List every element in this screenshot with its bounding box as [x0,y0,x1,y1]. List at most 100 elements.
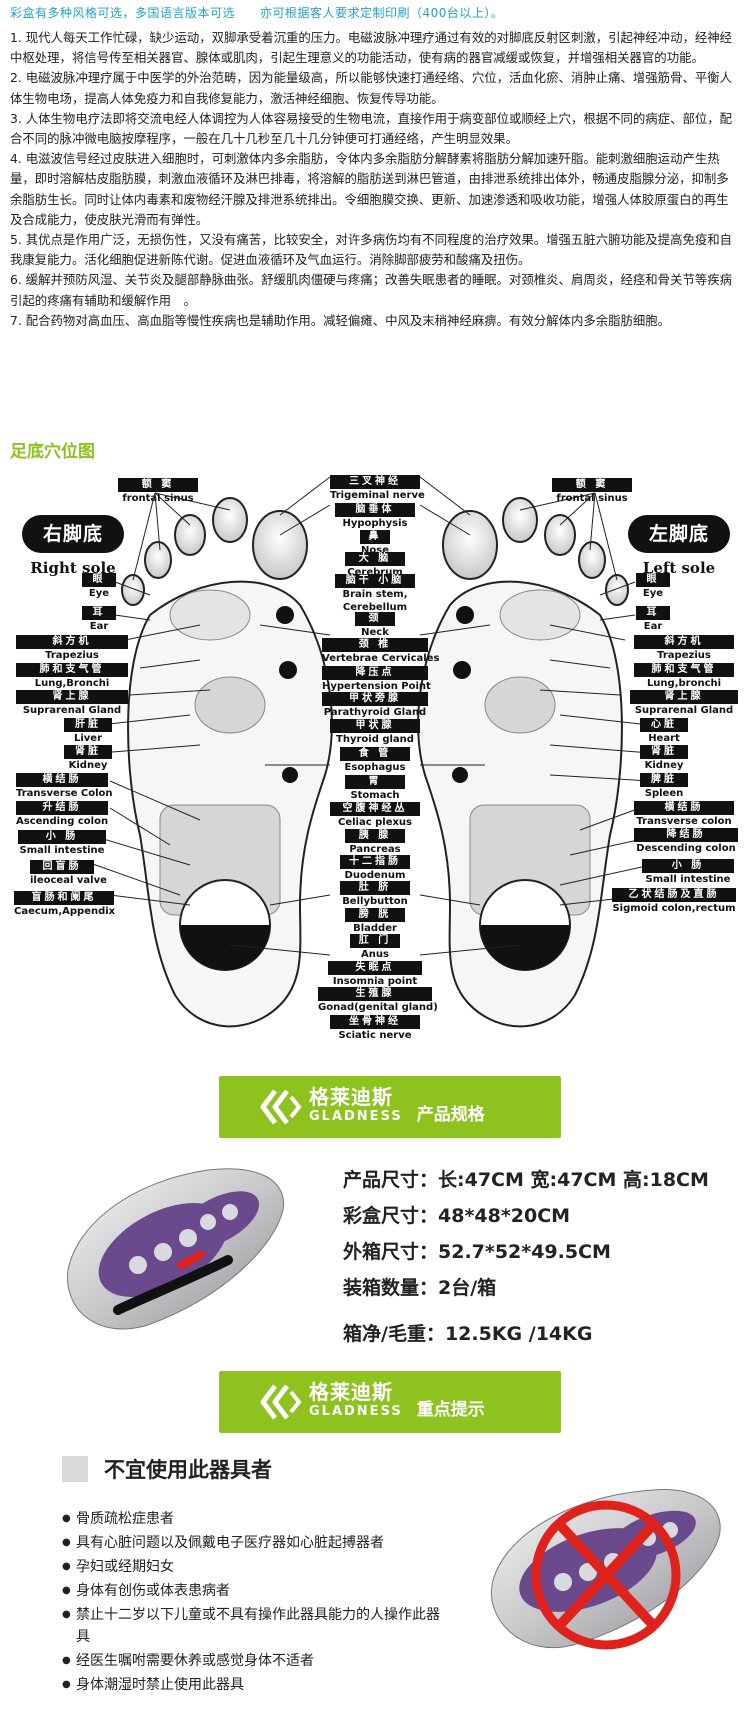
brand-name: 格莱迪斯 GLADNESS [309,1087,403,1127]
brand-zh: 格莱迪斯 [309,1380,393,1404]
left-toes [442,497,629,606]
gladness-logo-icon [260,1089,302,1125]
right-toes [121,497,308,606]
paragraph-6: 6. 缓解并预防风湿、关节炎及腿部静脉曲张。舒缓肌肉僵硬与疼痛；改善失眠患者的睡… [10,272,733,308]
map-title: 足底穴位图 [10,442,95,462]
left-sole-title: 左脚底 Left sole [628,515,730,577]
top-note: 彩盒有多种风格可选，多国语言版本可选 亦可根据客人要求定制印刷（400台以上）。 [10,6,504,20]
left-sole-en: Left sole [642,559,716,577]
list-item: 孕妇或经期妇女 [62,1556,452,1578]
list-item: 骨质疏松症患者 [62,1508,452,1530]
prohibit-circle-icon [531,1500,681,1650]
list-item: 经医生嘱咐需要休养或感觉身体不适者 [62,1650,452,1672]
brand-en: GLADNESS [309,1404,403,1419]
list-item: 具有心脏问题以及佩戴电子医疗器如心脏起搏器者 [62,1532,452,1554]
brand-name: 格莱迪斯 GLADNESS [309,1382,403,1422]
paragraph-4: 4. 电滋波信号经过皮肤进入细胞时，可刺激体内多余脂肪，令体内多余脂肪分解酵素将… [10,151,729,227]
right-sole-zh: 右脚底 [22,515,124,553]
acupoint-dots [276,606,474,783]
paragraph-7: 7. 配合药物对高血压、高血脂等慢性疾病也是辅助作用。减轻偏瘫、中风及末稍神经麻… [10,312,671,328]
warning-heading: 不宜使用此器具者 [62,1454,272,1484]
notice-banner: 格莱迪斯 GLADNESS 重点提示 [219,1371,561,1433]
heel-zones [179,879,571,971]
brand-zh: 格莱迪斯 [309,1085,393,1109]
gladness-logo-icon [260,1384,302,1420]
paragraph-3: 3. 人体生物电疗法即将交流电经人体调控为人体容易接受的生物电流，直接作用于病变… [10,110,733,147]
spec-packing-qty: 装箱数量：2台/箱 [343,1277,497,1299]
heading-square-icon [62,1456,88,1482]
product-image-massager [67,1168,285,1330]
left-sole-zh: 左脚底 [628,515,730,553]
warning-title: 不宜使用此器具者 [104,1458,272,1482]
paragraph-2: 2. 电磁波脉冲理疗属于中医学的外治范畴，因为能量级高，所以能够快速打通经络、穴… [10,70,733,106]
list-item: 身体潮湿时禁止使用此器具 [62,1674,452,1696]
list-item: 禁止十二岁以下儿童或不具有操作此器具能力的人操作此器具 [62,1604,452,1648]
prohibited-product-image [491,1489,721,1650]
warning-list: 骨质疏松症患者 具有心脏问题以及佩戴电子医疗器如心脏起搏器者 孕妇或经期妇女 身… [62,1508,452,1698]
right-sole-title: 右脚底 Right sole [22,515,124,577]
spec-carton-size: 外箱尺寸：52.7*52*49.5CM [343,1241,611,1263]
spec-banner-subtitle: 产品规格 [416,1104,485,1125]
spec-box-size: 彩盒尺寸：48*48*20CM [343,1205,571,1227]
description-paragraphs: 1. 现代人每天工作忙碌，缺少运动，双脚承受着沉重的压力。电磁波脉冲理疗通过有效… [10,28,736,331]
foot-sole-illustration [89,476,661,1028]
notice-banner-subtitle: 重点提示 [416,1399,485,1420]
spec-product-size: 产品尺寸：长:47CM 宽:47CM 高:18CM [343,1169,709,1191]
spec-banner: 格莱迪斯 GLADNESS 产品规格 [219,1076,561,1138]
paragraph-5: 5. 其优点是作用广泛，无损伤性，又没有痛苦，比较安全，对许多病伤均有不同程度的… [10,232,733,268]
right-sole-en: Right sole [30,559,116,577]
spec-weight: 箱净/毛重：12.5KG /14KG [343,1323,593,1345]
brand-en: GLADNESS [309,1109,403,1124]
list-item: 身体有创伤或体表患病者 [62,1580,452,1602]
paragraph-1: 1. 现代人每天工作忙碌，缺少运动，双脚承受着沉重的压力。电磁波脉冲理疗通过有效… [10,30,733,66]
